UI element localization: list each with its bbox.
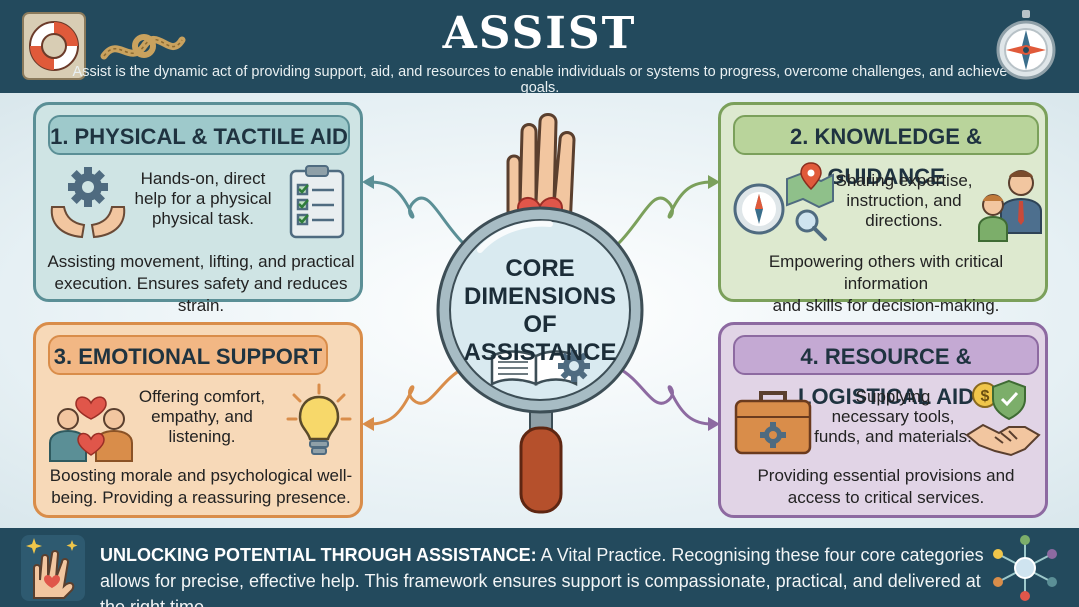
checklist-icon bbox=[289, 165, 345, 239]
network-nodes-icon bbox=[993, 535, 1057, 601]
card-description: Offering comfort, empathy, and listening… bbox=[138, 387, 266, 446]
connector-arrow-resource bbox=[617, 366, 720, 431]
magnifier-icon bbox=[436, 113, 644, 514]
connector-arrow-physical bbox=[362, 175, 466, 246]
card-emotional-support: 3. EMOTIONAL SUPPORT Offering comfort, e… bbox=[33, 322, 363, 518]
footer-text: UNLOCKING POTENTIAL THROUGH ASSISTANCE: … bbox=[100, 545, 984, 607]
hug-heart-icon bbox=[49, 396, 133, 462]
hands-gear-icon bbox=[50, 167, 126, 239]
lightbulb-icon bbox=[286, 383, 352, 455]
card-resource-logistical-aid: 4. RESOURCE & LOGISTICAL AID Supplying n… bbox=[718, 322, 1048, 518]
header-banner: ASSIST Assist is the dynamic act of prov… bbox=[0, 0, 1079, 96]
connector-arrow-emotional bbox=[362, 366, 465, 431]
card-description: Hands-on, direct help for a physical phy… bbox=[134, 169, 272, 228]
rope-knot-icon bbox=[100, 34, 186, 60]
mentor-people-icon bbox=[978, 170, 1042, 242]
compass-map-icon bbox=[733, 162, 834, 241]
connector-arrow-knowledge bbox=[616, 175, 720, 246]
page-subtitle: Assist is the dynamic act of providing s… bbox=[72, 64, 1008, 96]
life-ring-icon bbox=[22, 12, 86, 80]
card-description: Sharing expertise, instruction, and dire… bbox=[835, 171, 973, 230]
page-title: ASSIST bbox=[442, 8, 637, 59]
card-footer-text: Boosting morale and psychological well- … bbox=[49, 466, 353, 507]
svg-text:$: $ bbox=[981, 388, 990, 405]
card-physical-aid: 1. PHYSICAL & TACTILE AID Hands-on, dire… bbox=[33, 102, 363, 315]
card-title: 4. RESOURCE & LOGISTICAL AID bbox=[733, 335, 1039, 409]
card-footer-text: Assisting movement, lifting, and practic… bbox=[47, 252, 355, 315]
card-title: 1. PHYSICAL & TACTILE AID bbox=[48, 115, 350, 155]
card-title: 3. EMOTIONAL SUPPORT bbox=[48, 335, 328, 375]
card-footer-text: Providing essential provisions and acces… bbox=[757, 466, 1015, 507]
heart-hand-sparkle-icon bbox=[21, 535, 85, 601]
card-title: 2. KNOWLEDGE & GUIDANCE bbox=[733, 115, 1039, 189]
card-footer-text: Empowering others with critical informat… bbox=[768, 252, 1004, 315]
card-description: Supplying necessary tools, funds, and ma… bbox=[814, 387, 972, 446]
handshake-money-icon: $ bbox=[965, 379, 1041, 457]
center-label: CORE DIMENSIONS OF ASSISTANCE bbox=[463, 255, 617, 366]
footer-banner: UNLOCKING POTENTIAL THROUGH ASSISTANCE: … bbox=[0, 528, 1079, 607]
toolbox-icon bbox=[734, 391, 812, 455]
compass-icon bbox=[996, 10, 1056, 80]
card-knowledge-guidance: 2. KNOWLEDGE & GUIDANCE Sharing expertis… bbox=[718, 102, 1048, 315]
